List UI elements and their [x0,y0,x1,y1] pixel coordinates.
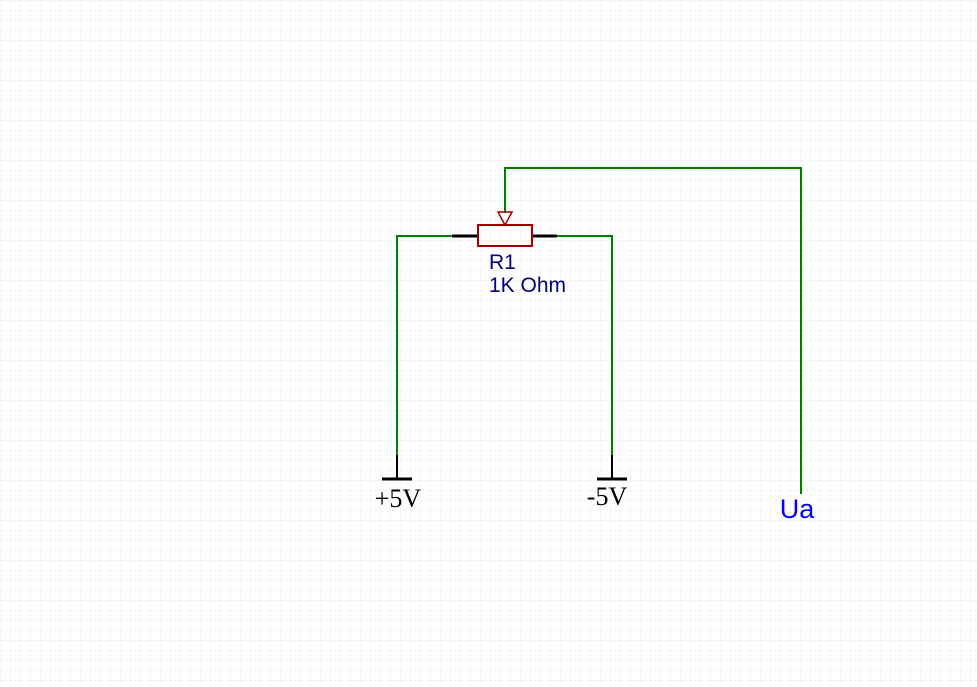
minus5v-label: -5V [587,482,628,511]
wire-wiper-ua[interactable] [504,167,802,494]
wire-plus5v[interactable] [396,235,452,455]
plus5v-label: +5V [375,484,422,513]
r1-wiper-arrow [496,211,514,227]
potentiometer-r1[interactable]: R1 1K Ohm [452,211,566,297]
wires [396,167,802,494]
net-label-ua[interactable]: Ua [780,494,815,524]
r1-value: 1K Ohm [489,274,566,297]
wire-minus5v[interactable] [557,235,613,455]
power-port-minus5v[interactable]: -5V [587,455,628,511]
power-port-plus5v[interactable]: +5V [375,455,422,513]
r1-designator: R1 [489,251,516,274]
